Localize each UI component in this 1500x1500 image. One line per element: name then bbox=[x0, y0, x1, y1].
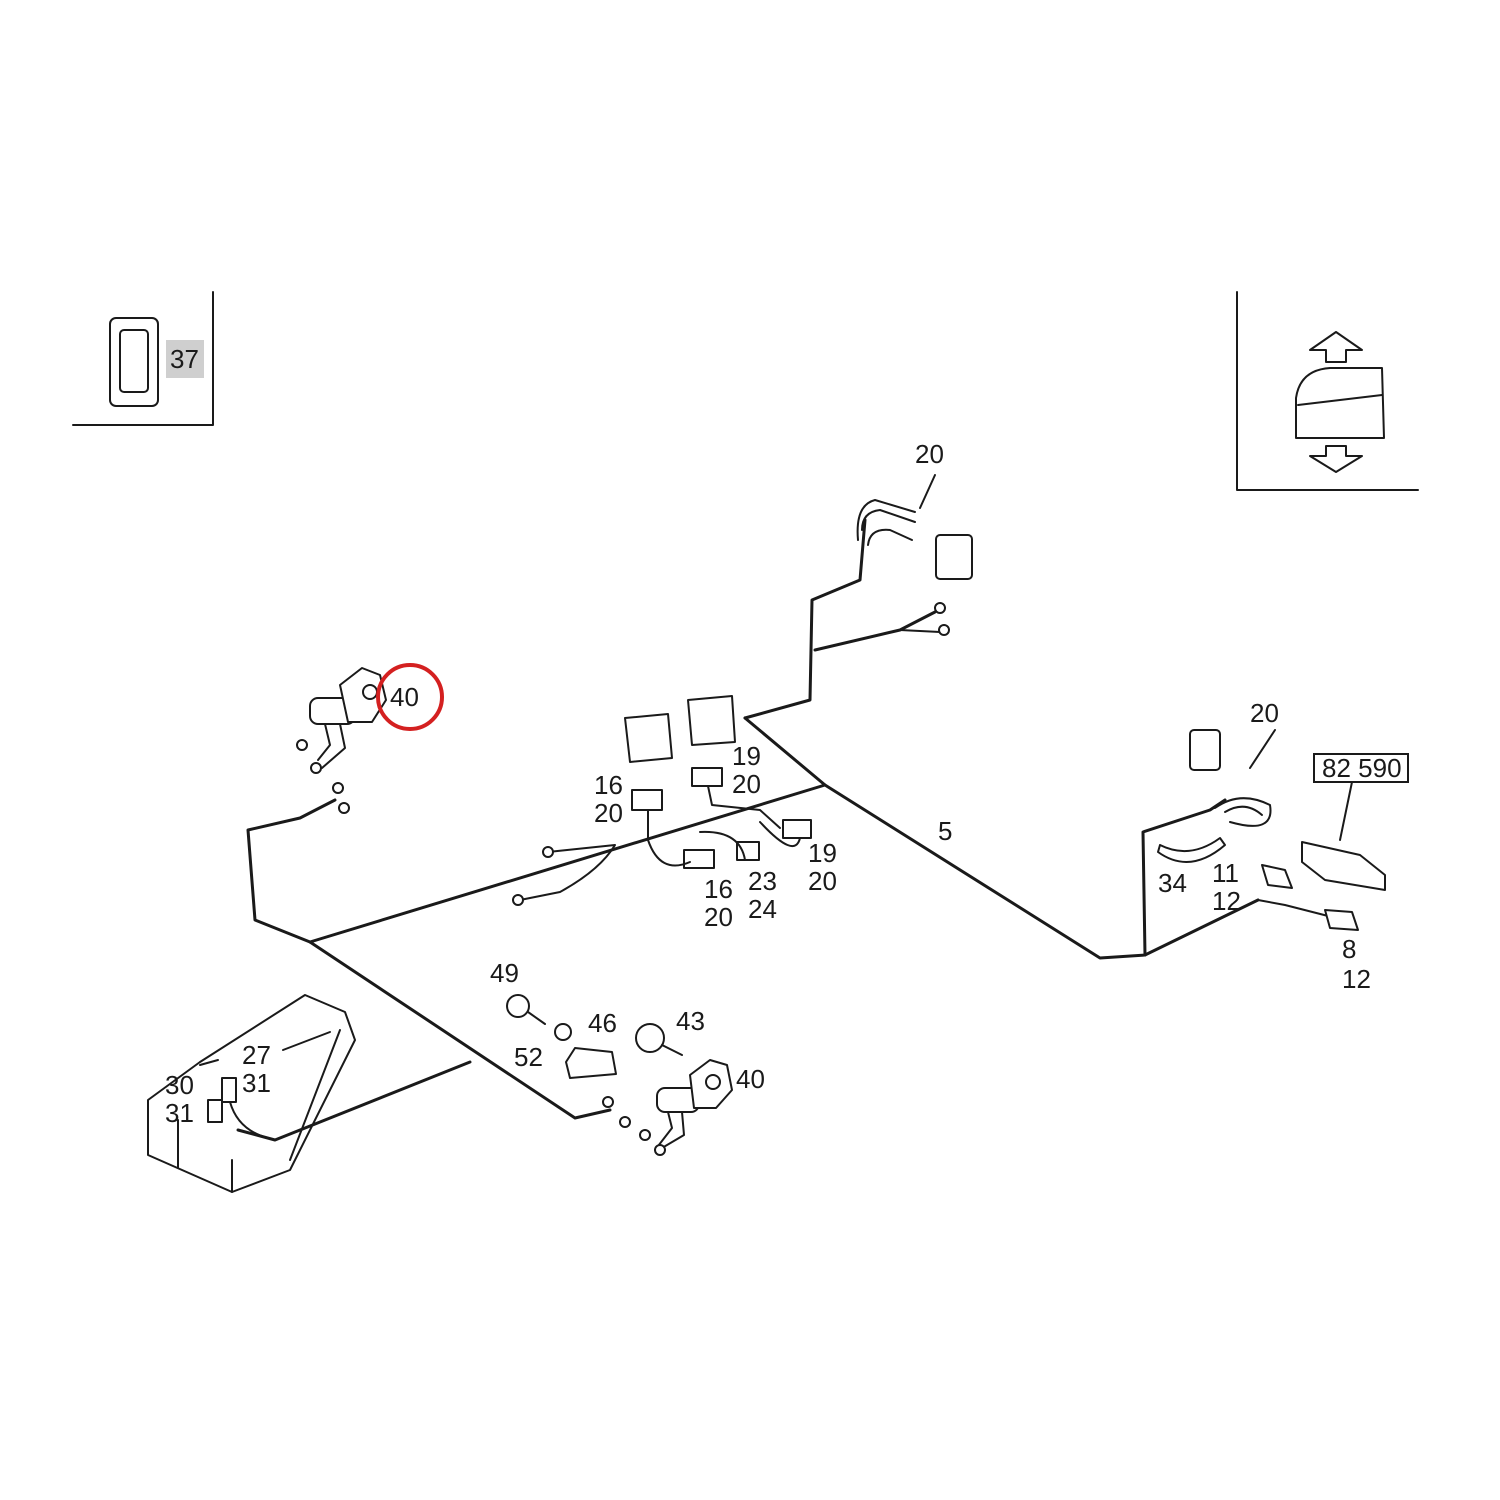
washer-46 bbox=[554, 1023, 572, 1041]
connector-16-20-lower bbox=[683, 849, 715, 869]
callout-46: 46 bbox=[588, 1008, 617, 1038]
callout-20-b: 20 bbox=[732, 769, 761, 799]
connector-16-20 bbox=[631, 789, 663, 811]
callout-20-c: 20 bbox=[808, 866, 837, 896]
right-relay bbox=[1189, 729, 1221, 771]
callout-31-a: 31 bbox=[242, 1068, 271, 1098]
callout-31-b: 31 bbox=[165, 1098, 194, 1128]
connector-19-20 bbox=[691, 767, 723, 787]
callout-34: 34 bbox=[1158, 868, 1187, 898]
callout-27: 27 bbox=[242, 1040, 271, 1070]
right-connector-cluster: 82 590 bbox=[1157, 729, 1409, 931]
callout-16-a: 16 bbox=[594, 770, 623, 800]
reference-box bbox=[1313, 753, 1409, 783]
callout-16-d: 16 bbox=[704, 874, 733, 904]
callout-20-d: 20 bbox=[704, 902, 733, 932]
grommet-34 bbox=[1157, 837, 1226, 863]
callout-5: 5 bbox=[938, 816, 952, 846]
callout-labels: 20 40 16 20 19 20 19 20 16 20 23 24 5 20… bbox=[165, 439, 1371, 1128]
callout-11: 11 bbox=[1212, 858, 1239, 888]
inset-frame-right bbox=[1236, 291, 1419, 491]
callout-37: 37 bbox=[170, 344, 199, 374]
bottom-hardware bbox=[506, 994, 733, 1156]
callout-19-c: 19 bbox=[808, 838, 837, 868]
plug-30-31 bbox=[221, 1077, 237, 1103]
main-harness bbox=[236, 518, 1333, 1142]
middle-connectors bbox=[512, 695, 812, 906]
callout-24: 24 bbox=[748, 894, 777, 924]
control-unit-82590 bbox=[1301, 841, 1386, 891]
callout-40-left[interactable]: 40 bbox=[390, 682, 419, 712]
callout-8: 8 bbox=[1342, 934, 1356, 964]
callout-19-b: 19 bbox=[732, 741, 761, 771]
callout-20-right: 20 bbox=[1250, 698, 1279, 728]
window-lift-updown-icon bbox=[1295, 331, 1385, 473]
window-motor-left bbox=[296, 667, 387, 814]
door-housing-bottom-left bbox=[147, 994, 356, 1193]
callout-52: 52 bbox=[514, 1042, 543, 1072]
callout-43: 43 bbox=[676, 1006, 705, 1036]
reference-box-label: 82 590 bbox=[1322, 753, 1402, 783]
relay-connector bbox=[935, 534, 973, 580]
callout-20-a: 20 bbox=[594, 798, 623, 828]
callout-23: 23 bbox=[748, 866, 777, 896]
connector-23-24 bbox=[736, 841, 760, 861]
callout-40-bottom: 40 bbox=[736, 1064, 765, 1094]
callout-leaders bbox=[199, 1059, 219, 1066]
callout-12-b: 12 bbox=[1342, 964, 1371, 994]
top-connector-cluster bbox=[856, 474, 973, 636]
callout-49: 49 bbox=[490, 958, 519, 988]
screw-49 bbox=[506, 994, 530, 1018]
bracket-52 bbox=[565, 1047, 617, 1079]
inset-frame-left: 37 bbox=[72, 291, 214, 426]
highlight-circle bbox=[376, 663, 444, 731]
part-37-highlight bbox=[166, 340, 204, 378]
gear-43 bbox=[635, 1023, 665, 1053]
callout-20-top: 20 bbox=[915, 439, 944, 469]
callout-12-a: 12 bbox=[1212, 886, 1241, 916]
connector-19-20-right bbox=[782, 819, 812, 839]
callout-30: 30 bbox=[165, 1070, 194, 1100]
